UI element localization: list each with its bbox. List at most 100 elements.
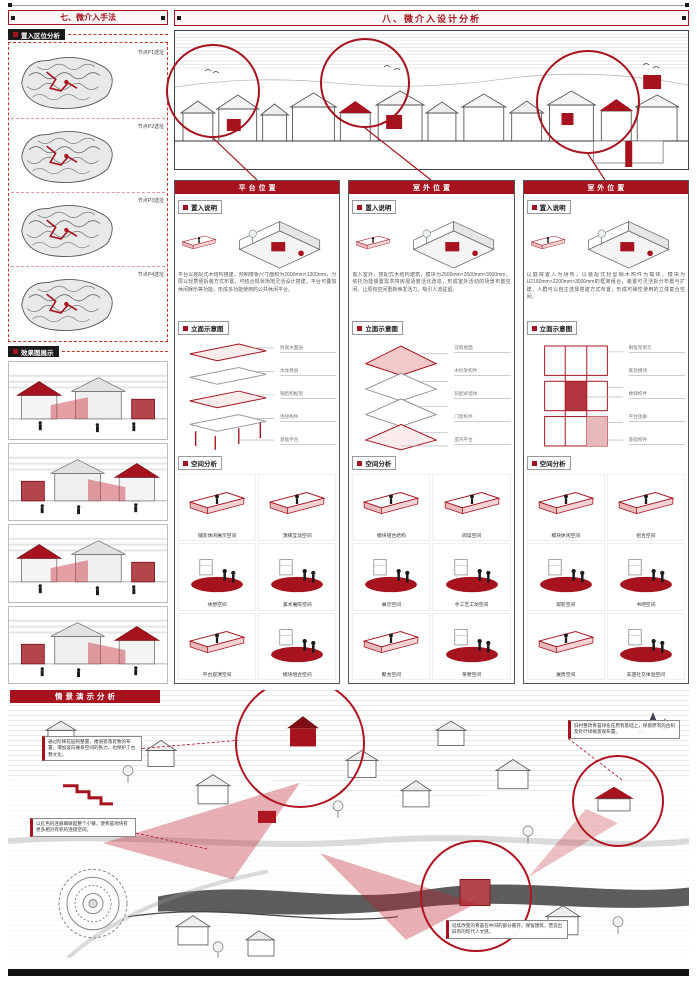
rendering-image (8, 605, 168, 684)
frame-corner-mark (8, 3, 12, 7)
rendering-image (8, 524, 168, 603)
red-square-icon (531, 325, 537, 331)
analysis-label: 空间分析 (178, 456, 222, 470)
render-display-label: 效果图展示 (8, 346, 59, 357)
exploded-frame-diagram (543, 345, 623, 447)
analysis-cell: 手工艺工坊空间 (432, 543, 511, 611)
desc-label: 置入说明 (352, 200, 397, 214)
location-map-item: 节点P1选址 (11, 45, 165, 119)
rendering-image (8, 361, 168, 440)
red-square-icon (13, 349, 18, 354)
space-analysis-grid: 铺装休闲展示空间 演绎互动空间 休憩空间 美术展陈空间 平台观演空间 模块组合空… (178, 474, 337, 680)
stage-scene-diagram (620, 559, 672, 593)
column-platform: 平台位置 置入说明 平台以装配式木结构搭建，预制楼板尺寸面积为2600mm×13… (174, 180, 341, 684)
analysis-label: 空间分析 (352, 456, 397, 470)
analysis-cell: 聚会空间 (352, 612, 431, 680)
context-axon-diagram (397, 216, 510, 270)
desc-figures (178, 216, 336, 270)
stage-scene-diagram (365, 559, 418, 593)
analysis-diagram (353, 614, 429, 672)
analysis-cell: 平台观演空间 (178, 612, 257, 680)
column-frame: 室外位置 置入说明 以庭院置入为场所，以装配式轻型钢木构件为载体，模块为U216… (522, 180, 689, 684)
location-label-row: 置入区位分析 (8, 29, 168, 40)
render-display-text: 效果图展示 (21, 349, 54, 357)
rendering-sketch (9, 362, 167, 439)
dashed-rule (61, 351, 168, 352)
column-header: 室外位置 (523, 181, 688, 194)
map-figure (11, 47, 127, 117)
part-label: 平台连廊 (628, 414, 685, 423)
stage-scene-diagram (620, 628, 672, 662)
analysis-caption: 演绎互动空间 (282, 534, 312, 540)
part-label: 连接构件 (280, 414, 337, 423)
analysis-cell: 模块组合结构 (352, 474, 431, 542)
analysis-diagram (528, 614, 604, 672)
site-map-sketch (21, 204, 113, 257)
bar-cap-icon (682, 16, 686, 20)
desc-label-text: 置入说明 (191, 205, 217, 212)
scenario-axon-drawing (8, 712, 689, 958)
courtyard-axon-sketch (238, 221, 321, 269)
analysis-diagram (259, 544, 335, 602)
module-slab-diagram (537, 492, 595, 515)
part-label: 基础构件 (628, 437, 685, 446)
context-axon-diagram (572, 216, 685, 270)
location-analysis-text: 置入区位分析 (21, 32, 60, 40)
village-panorama (174, 30, 689, 170)
module-slab-diagram (617, 492, 675, 515)
part-label: 室内平台 (454, 437, 511, 446)
analysis-cell: 组合空间 (606, 474, 685, 542)
part-label: 楼梯构件 (628, 391, 685, 399)
part-label: 防腐木面层 (280, 345, 337, 353)
analysis-caption: 展示空间 (381, 603, 401, 609)
module-mini-diagram (352, 216, 394, 270)
analysis-caption: 模块组合结构 (377, 534, 406, 540)
stage-scene-diagram (191, 559, 243, 593)
main-analysis-region: 八、微介入设计分析 (166, 10, 689, 684)
bar-cap-icon (11, 15, 15, 20)
location-map-item: 节点P2选址 (11, 119, 165, 193)
stage-scene-diagram (445, 628, 498, 662)
red-square-icon (183, 204, 188, 210)
exploded-platform-diagram (189, 343, 275, 450)
frame-corner-mark (685, 3, 689, 7)
bar-cap-icon (177, 16, 181, 20)
desc-label: 置入说明 (526, 200, 571, 214)
desc-figures (527, 216, 685, 270)
space-analysis-grid: 模块休闲空间 组合空间 观影空间 书吧空间 展售空间 非遗社交体验空间 (526, 474, 685, 680)
column-outdoor: 室外位置 置入说明 置入室外，搭配式木结构建筑，模块为2600mm×2600mm… (348, 180, 515, 684)
module-slab-diagram (188, 492, 246, 515)
analysis-cell: 演绎互动空间 (258, 474, 337, 542)
analysis-diagram (608, 544, 684, 602)
analysis-cell: 非遗社交体验空间 (606, 612, 685, 680)
module-slab-diagram (355, 235, 391, 250)
analysis-cell: 书吧空间 (606, 543, 685, 611)
rendering-sketch (9, 443, 167, 520)
bottom-frame-bar (8, 969, 689, 976)
part-label: 木龙骨层 (280, 368, 337, 376)
elevation-label-text: 立面示意图 (539, 326, 573, 333)
elevation-part-list: 防腐木面层 木龙骨层 钢结构框架 连接构件 基础平台 (278, 337, 337, 453)
module-slab-diagram (268, 492, 326, 515)
analysis-caption: 模块组合空间 (282, 672, 312, 678)
analysis-cell: 模块休闲空间 (526, 474, 605, 542)
module-slab-diagram (188, 630, 246, 653)
analysis-diagram (179, 475, 255, 533)
left-section-header: 七、微介入手法 (8, 10, 168, 25)
analysis-diagram (608, 614, 684, 672)
analysis-cell: 阅读空间 (432, 474, 511, 542)
column-header: 平台位置 (175, 181, 340, 194)
stage-scene-diagram (271, 559, 324, 593)
analysis-diagram (433, 544, 509, 602)
analysis-cell: 展售空间 (526, 612, 605, 680)
part-label: 门窗构件 (454, 414, 511, 423)
scene-callout: 通过阶梯花园的整置，楼道错落有致的布置，增加竖向联系空间的张力，也保护了古巷文化… (42, 736, 142, 762)
analysis-diagram (259, 475, 335, 533)
elevation-label-text: 立面示意图 (191, 326, 224, 333)
analysis-diagram (353, 544, 429, 602)
rendering-sketch (9, 525, 167, 602)
top-frame-rule (8, 5, 689, 6)
analysis-cell: 休憩空间 (178, 543, 257, 611)
module-slab-diagram (362, 630, 420, 653)
analysis-diagram (353, 475, 429, 533)
